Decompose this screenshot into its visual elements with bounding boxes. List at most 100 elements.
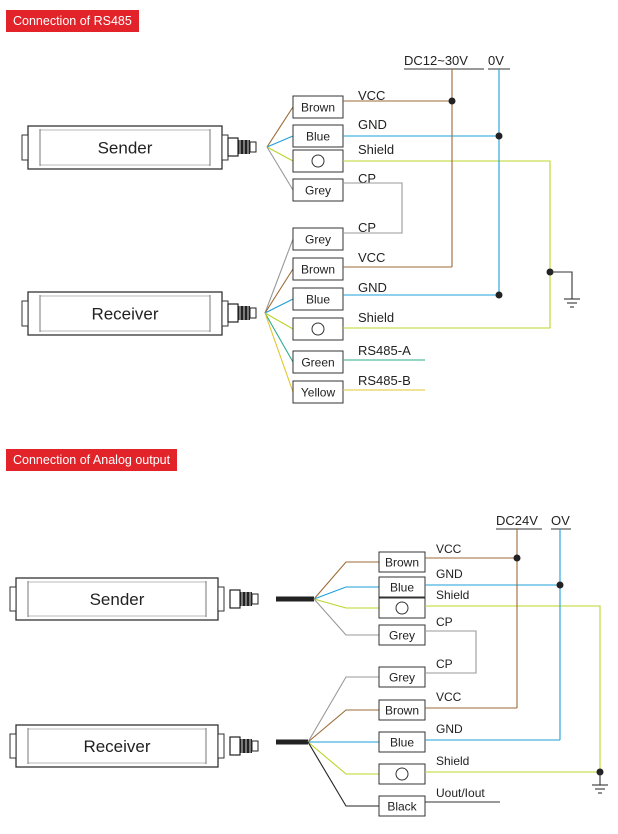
analog-receiver-device-body (15, 724, 219, 768)
analog-receiver-lead-3 (307, 741, 379, 775)
rs485-receiver-signal-label-5: RS485-B (358, 373, 411, 388)
analog-receiver-wire-box-1-label: Brown (385, 704, 419, 718)
rs485-receiver-device-endcap-right (221, 300, 229, 327)
analog-receiver-device-endcap-left (9, 733, 17, 759)
rs485-sender-lead-0 (266, 106, 294, 148)
rs485-receiver-wire-box-5-label: Yellow (301, 386, 336, 400)
analog-sender-wire-box-3 (378, 624, 426, 646)
analog-sender-lead-1 (313, 586, 379, 600)
rs485-zero-junction-2 (495, 291, 503, 299)
rs485-sender-device-body (27, 125, 223, 170)
analog-receiver-wire-box-2 (378, 731, 426, 753)
rs485-receiver-device-endcap-left (21, 300, 29, 327)
analog-sender-connector-plug (251, 593, 259, 605)
analog-sender-device-endcap-right (217, 586, 225, 612)
analog-sender-wire-box-3-label: Grey (389, 629, 415, 643)
rs485-receiver-connector-collar (227, 303, 239, 323)
rs485-receiver-lead-1 (264, 268, 294, 314)
analog-receiver-wire-box-0 (378, 666, 426, 688)
rs485-receiver-signal-label-2: GND (358, 280, 387, 295)
rs485-receiver-connector (227, 303, 257, 323)
analog-receiver-connector-collar (229, 736, 241, 756)
rs485-receiver-lead-3 (264, 312, 294, 330)
rs485-power-junction (448, 97, 456, 105)
rs485-sender-signal-label-1: GND (358, 117, 387, 132)
rs485-sender-wire-box-1-label: Blue (306, 130, 330, 144)
rs485-receiver-wire-box-3-shield-icon (311, 322, 325, 336)
rs485-power-label: DC12~30V (404, 53, 468, 68)
rs485-receiver-signal-label-1: VCC (358, 250, 385, 265)
rs485-section-title: Connection of RS485 (6, 10, 139, 32)
analog-sender-lead-0 (313, 561, 379, 600)
rs485-zero-junction (495, 132, 503, 140)
rs485-sender-device-endcap-left (21, 134, 29, 161)
analog-zero-label: OV (551, 513, 570, 528)
analog-receiver-lead-1 (307, 709, 379, 743)
rs485-receiver-device: Receiver (21, 291, 229, 336)
analog-receiver-signal-label-0: CP (436, 657, 453, 671)
rs485-receiver-wire-box-0 (292, 227, 344, 251)
analog-shield-bus (425, 605, 601, 773)
rs485-receiver-device-label: Receiver (91, 305, 158, 324)
analog-sender-connector-collar (229, 589, 241, 609)
rs485-sender-connector-plug (249, 141, 257, 153)
rs485-receiver-signal-label-0: CP (358, 220, 376, 235)
rs485-receiver-wire-box-4-label: Green (301, 356, 334, 370)
rs485-ground-lead (550, 271, 573, 299)
rs485-receiver-signal-label-4: RS485-A (358, 343, 411, 358)
analog-receiver-device-endcap-right (217, 733, 225, 759)
rs485-sender-connector-collar (227, 137, 239, 157)
rs485-receiver-lead-0 (264, 238, 294, 314)
rs485-receiver-wire-box-5 (292, 380, 344, 404)
analog-sender-lead-2 (313, 598, 379, 609)
analog-receiver-lead-4 (307, 741, 379, 807)
analog-receiver-wire-box-4 (378, 795, 426, 817)
rs485-receiver-lead-2 (264, 298, 294, 314)
analog-receiver-lead-0 (307, 676, 379, 743)
analog-sender-wire-box-0 (378, 551, 426, 573)
rs485-sender-wire-box-3 (292, 178, 344, 202)
analog-receiver-signal-label-2: GND (436, 722, 463, 736)
analog-receiver-wire-box-4-label: Black (387, 800, 417, 814)
analog-receiver-connector (229, 736, 259, 756)
rs485-sender-signal-label-0: VCC (358, 88, 385, 103)
rs485-receiver-lead-4 (264, 312, 294, 363)
analog-receiver-wire-box-1 (378, 699, 426, 721)
rs485-receiver-wire-box-4 (292, 350, 344, 374)
analog-sender-wire-box-1-label: Blue (390, 581, 414, 595)
analog-receiver-device-label: Receiver (83, 737, 150, 756)
analog-receiver-signal-label-1: VCC (436, 690, 462, 704)
analog-section-title: Connection of Analog output (6, 449, 178, 471)
rs485-receiver-lead-5 (264, 312, 294, 393)
analog-power-label: DC24V (496, 513, 538, 528)
rs485-sender-device-label: Sender (98, 139, 153, 158)
rs485-sender-wire-box-3-label: Grey (305, 184, 331, 198)
analog-receiver-device: Receiver (9, 724, 225, 768)
analog-receiver-wire-box-3-shield-icon (395, 767, 409, 781)
rs485-sender-device-endcap-right (221, 134, 229, 161)
analog-sender-device: Sender (9, 577, 225, 621)
rs485-sender-signal-label-3: CP (358, 171, 376, 186)
analog-sender-wire-box-1 (378, 576, 426, 598)
rs485-receiver-wire-box-0-label: Grey (305, 233, 331, 247)
rs485-sender-signal-label-2: Shield (358, 142, 394, 157)
analog-power-junction (513, 554, 521, 562)
analog-sender-wire-box-0-label: Brown (385, 556, 419, 570)
rs485-cp-loop (343, 182, 403, 234)
rs485-sender-device: Sender (21, 125, 229, 170)
rs485-sender-wire-box-0-label: Brown (301, 101, 335, 115)
rs485-sender-lead-2 (266, 146, 294, 162)
rs485-sender-lead-3 (266, 146, 294, 191)
rs485-receiver-wire-box-1-label: Brown (301, 263, 335, 277)
analog-sender-device-label: Sender (90, 590, 145, 609)
analog-sender-signal-label-0: VCC (436, 542, 462, 556)
rs485-zero-label: 0V (488, 53, 504, 68)
analog-sender-wire-box-2-shield-icon (395, 601, 409, 615)
rs485-receiver-wire-box-2 (292, 287, 344, 311)
rs485-sender-lead-1 (266, 135, 294, 148)
analog-sender-signal-label-1: GND (436, 567, 463, 581)
analog-receiver-signal-label-3: Shield (436, 754, 469, 768)
rs485-sender-wire-box-0 (292, 95, 344, 119)
rs485-receiver-signal-label-3: Shield (358, 310, 394, 325)
